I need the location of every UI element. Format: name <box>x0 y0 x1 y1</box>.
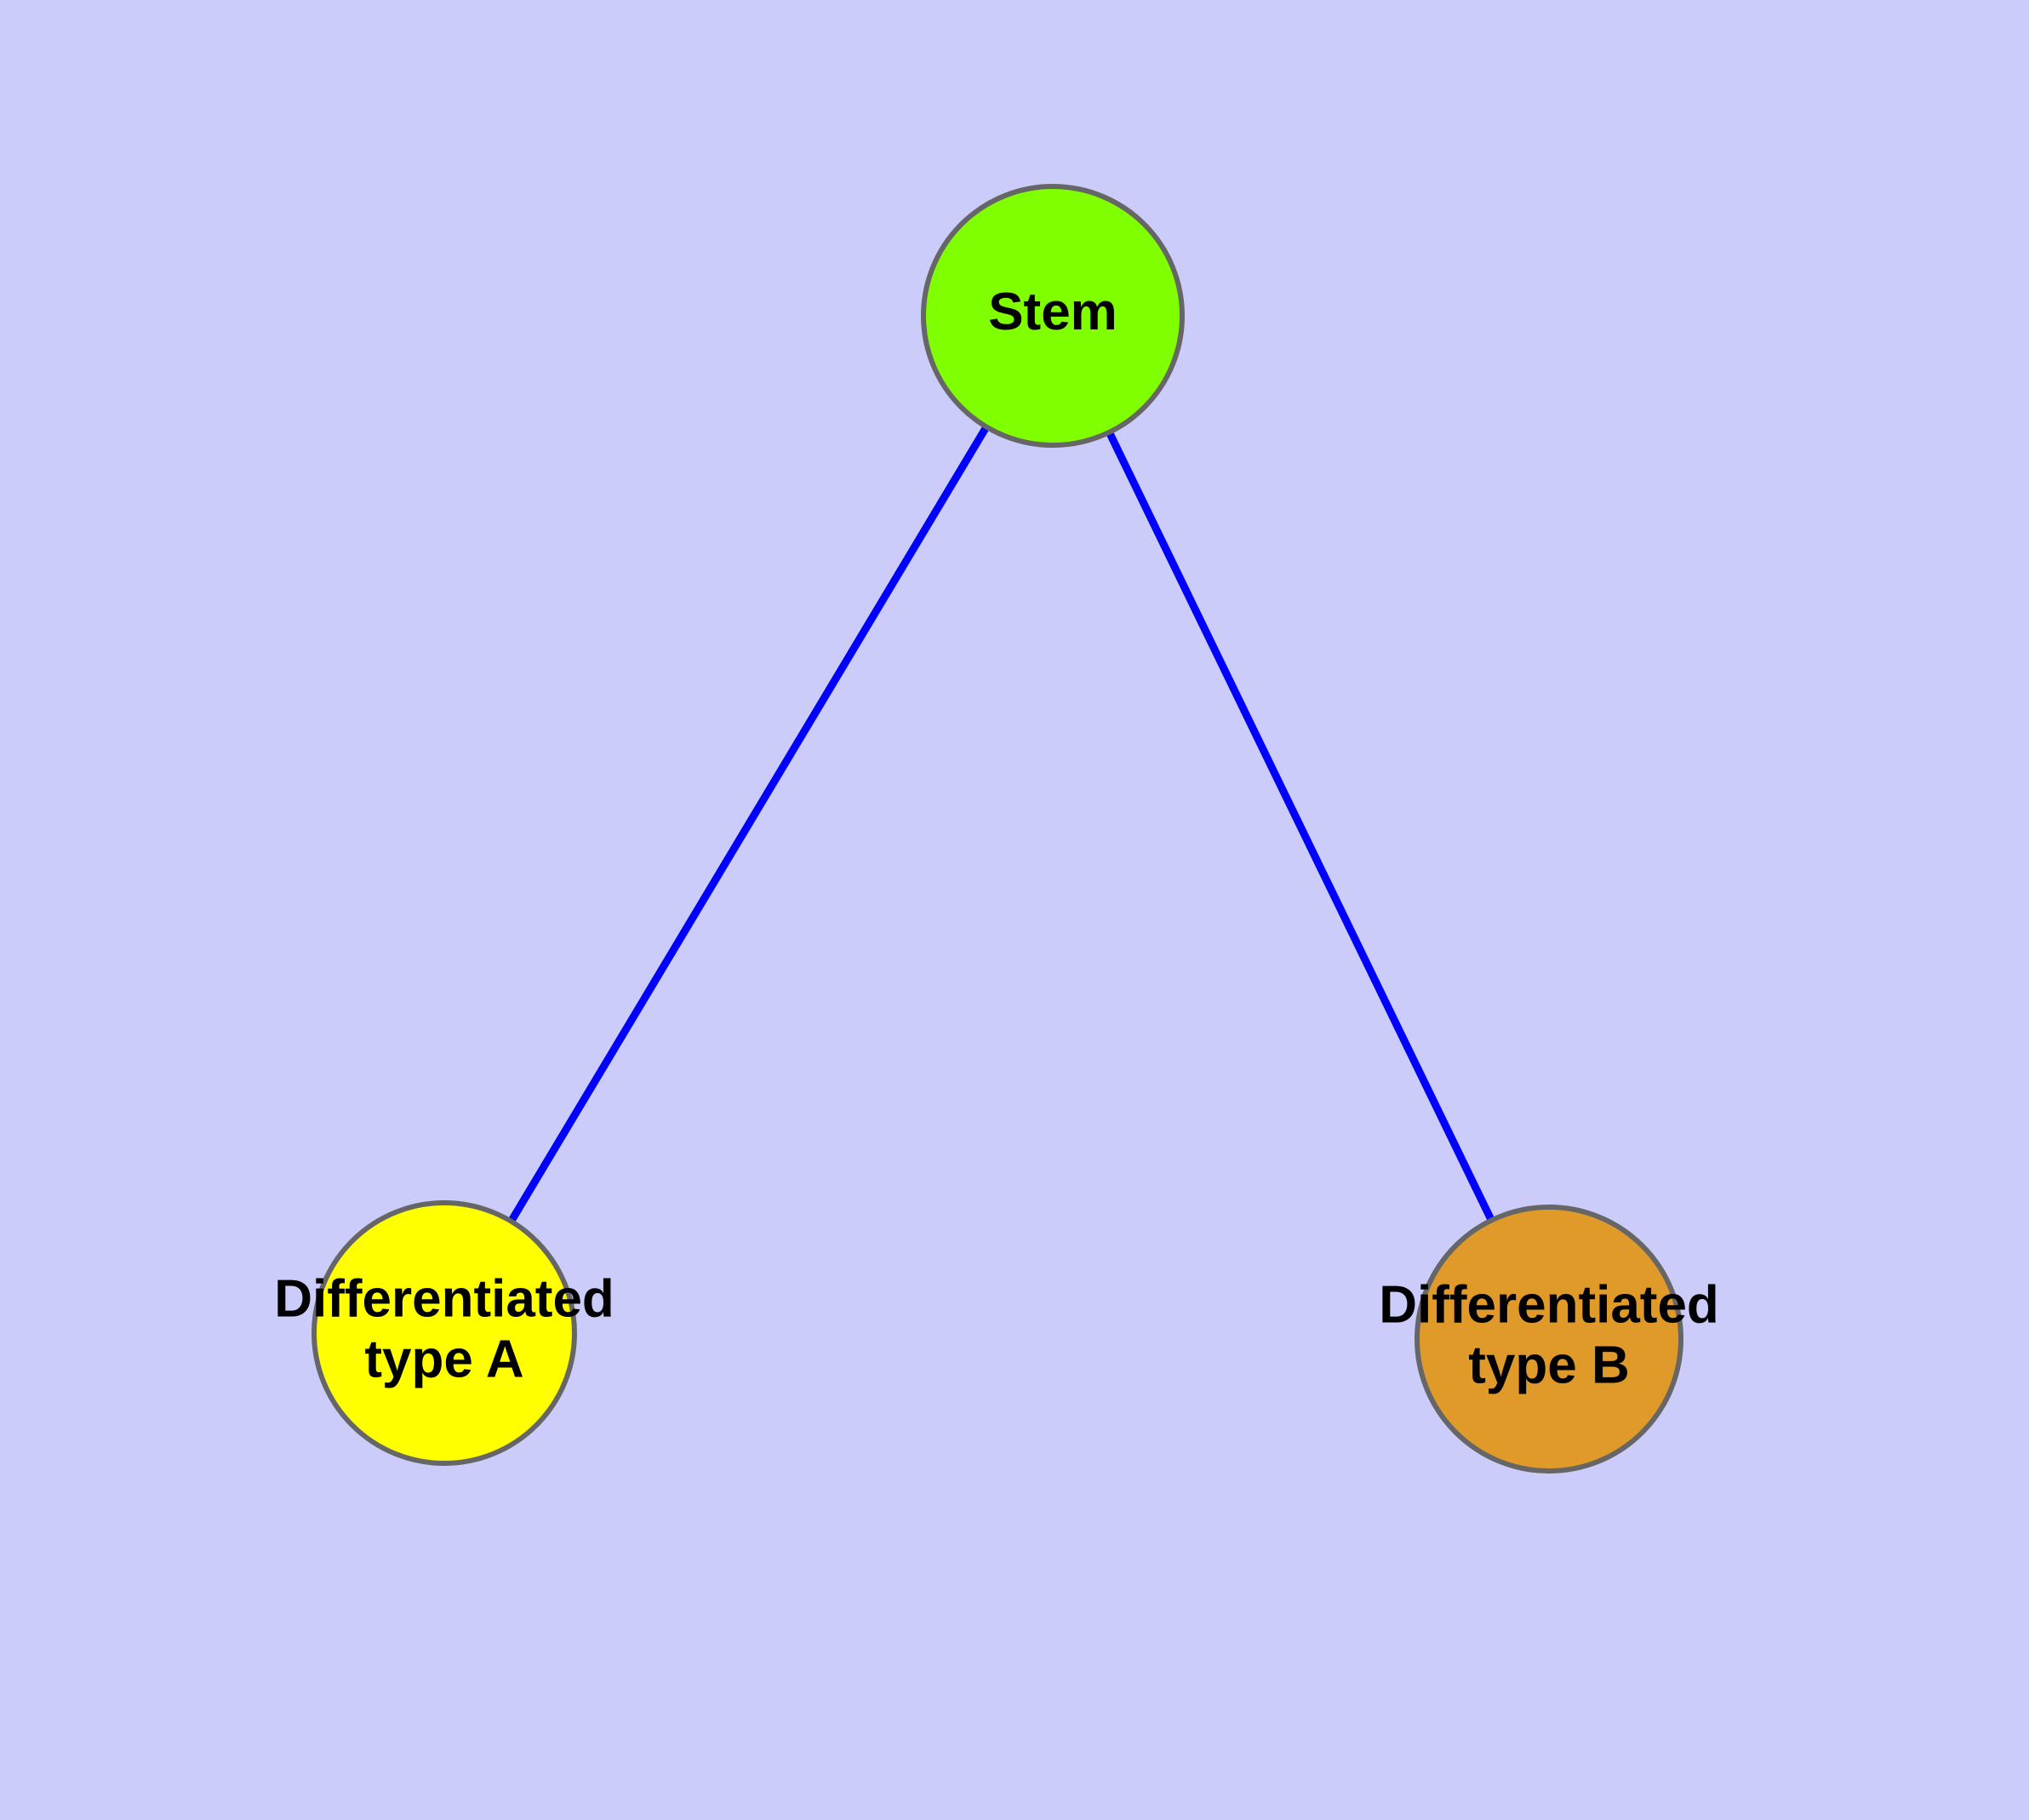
graph-node-label-stem: Stem <box>988 283 1117 341</box>
graph-node-stem[interactable] <box>921 184 1185 448</box>
graph-node-diff_a[interactable] <box>311 1200 577 1466</box>
label-line: type B <box>1468 1336 1629 1395</box>
graph-edge[interactable] <box>1105 428 1496 1224</box>
label-line: Stem <box>988 283 1117 341</box>
nodes-group <box>311 184 1683 1474</box>
graph-node-diff_b[interactable] <box>1415 1205 1683 1474</box>
label-line: Differentiated <box>1379 1276 1719 1335</box>
edges-group <box>506 423 1496 1225</box>
graph-edge[interactable] <box>506 423 991 1225</box>
label-line: type A <box>364 1331 523 1389</box>
label-line: Differentiated <box>274 1270 614 1329</box>
